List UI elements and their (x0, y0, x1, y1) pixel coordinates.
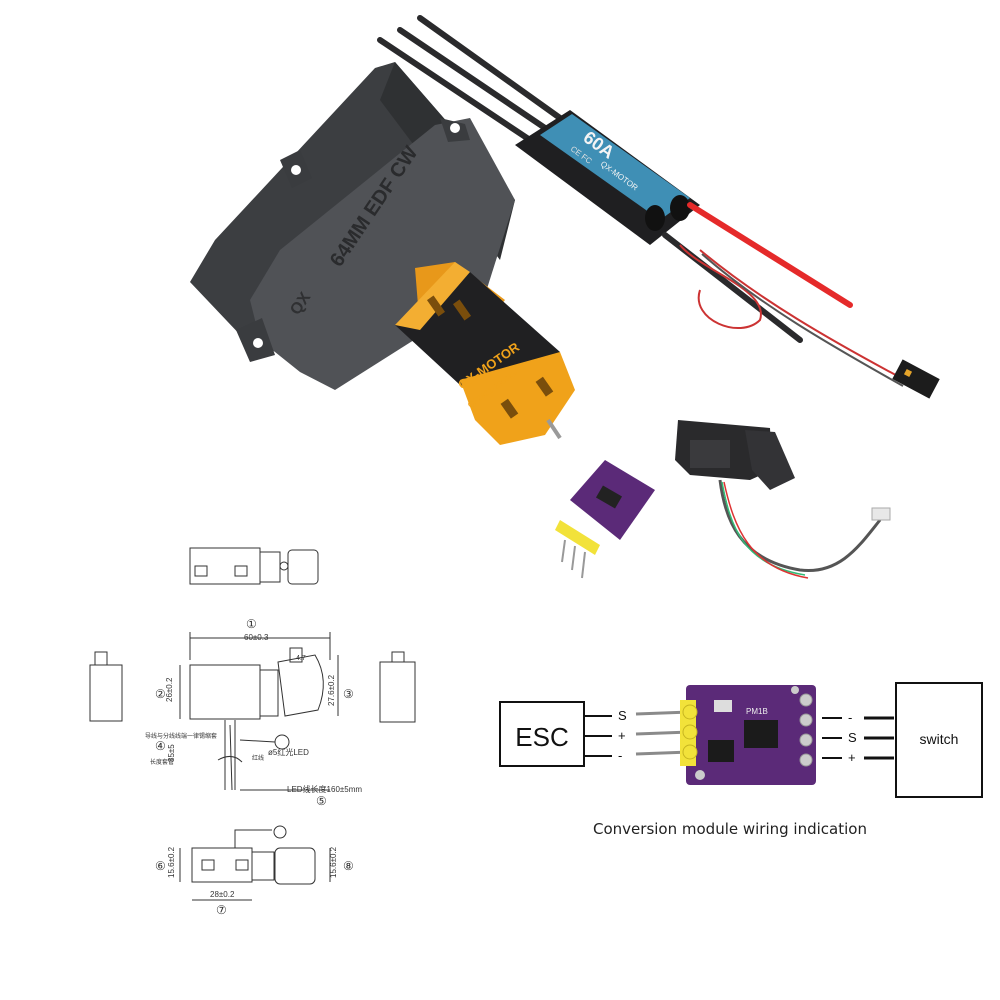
left-pin-plus: + (618, 728, 626, 743)
right-pin-minus: - (848, 710, 852, 725)
led-label: ø5红光LED (268, 747, 309, 757)
switch-box (895, 682, 983, 798)
technical-drawing (89, 547, 416, 901)
mount-hole-icon (450, 123, 460, 133)
dim-mid-label: 85±5 (167, 744, 176, 762)
left-pin-s: S (618, 708, 627, 723)
dim-top-small-label: 4.7 (296, 655, 306, 662)
callout-8: ⑧ (343, 859, 354, 873)
switch-box-label: switch (920, 731, 959, 747)
dim-height-right-label: 27.6±0.2 (327, 674, 336, 706)
callout-7: ⑦ (216, 903, 227, 917)
wiring-caption: Conversion module wiring indication (593, 820, 867, 838)
conversion-module-photo (555, 460, 655, 579)
esc-box (499, 701, 585, 767)
callout-1: ① (246, 617, 257, 631)
dim-height-left-label: 26±0.2 (165, 677, 174, 702)
right-pin-s: S (848, 730, 857, 745)
bottom-left-dim: 15.6±0.2 (167, 846, 176, 878)
brushless-motor: QX-MOTOR QF2822-2300KV (395, 262, 575, 445)
callout-6: ⑥ (155, 859, 166, 873)
bottom-width-dim: 28±0.2 (210, 890, 235, 899)
right-pin-plus: + (848, 750, 856, 765)
callout-5: ⑤ (316, 794, 327, 808)
callout-4: ④ (155, 739, 166, 753)
trigger-switch-photo (675, 420, 891, 579)
esc-box-label: ESC (515, 722, 568, 752)
drawing-labels: ① 60±0.3 ② 26±0.2 ③ 27.6±0.2 4.7 导线与分线线端… (145, 617, 362, 917)
esc-controller: 60A QX-MOTOR CE FC (377, 15, 940, 399)
callout-3: ③ (343, 687, 354, 701)
board-label: PM1B (746, 707, 768, 716)
note-line-3: 红线 (252, 754, 264, 762)
callout-2: ② (155, 687, 166, 701)
bottom-right-dim: 15.6±0.2 (329, 846, 338, 878)
note-line-4: 长度套管 (150, 758, 174, 766)
led-cable-label: LED线长度160±5mm (287, 784, 362, 794)
wiring-diagram: ESC S + - PM1B - S + sw (499, 682, 983, 798)
left-pin-minus: - (618, 748, 622, 763)
mount-hole-icon (253, 338, 263, 348)
dim-width-label: 60±0.3 (244, 633, 269, 642)
note-line-1: 导线与分线线端一律锡缩套 (145, 732, 217, 740)
